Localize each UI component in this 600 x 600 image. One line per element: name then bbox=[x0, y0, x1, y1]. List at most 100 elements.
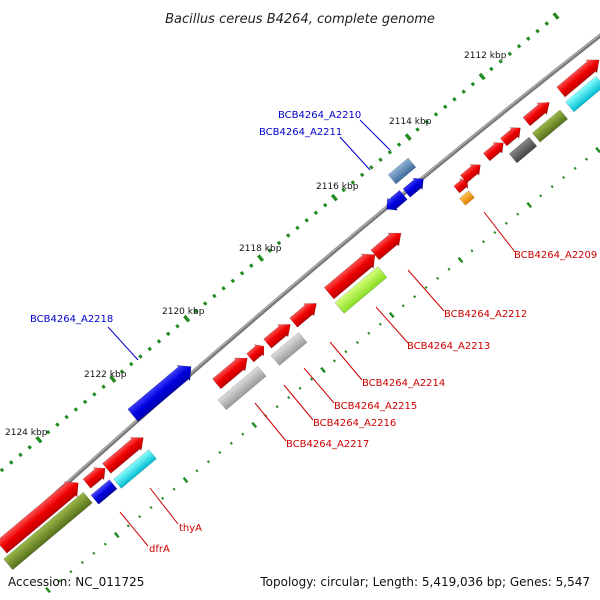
minor-tick bbox=[119, 369, 125, 374]
gene-a2210-box[interactable] bbox=[387, 157, 417, 185]
gene-label-dfrA[interactable]: dfrA bbox=[149, 544, 170, 555]
gene-thyA-box[interactable] bbox=[113, 449, 157, 489]
inner-tick bbox=[413, 295, 417, 299]
minor-tick bbox=[322, 202, 328, 208]
gene-a2209-arrow[interactable] bbox=[452, 176, 471, 195]
minor-tick bbox=[369, 165, 374, 170]
gene-a2216-arrow[interactable] bbox=[262, 318, 295, 350]
minor-tick bbox=[27, 445, 32, 450]
inner-tick bbox=[69, 570, 73, 574]
inner-tick bbox=[436, 276, 440, 280]
inner-tick bbox=[550, 185, 554, 189]
gene-red-arrow[interactable] bbox=[82, 462, 111, 490]
minor-tick bbox=[461, 89, 466, 94]
gene-label-a2209[interactable]: BCB4264_A2209 bbox=[514, 250, 597, 261]
major-tick bbox=[478, 72, 486, 81]
gene-red-arrow[interactable] bbox=[522, 97, 555, 128]
gene-a2214-arrow[interactable] bbox=[288, 297, 321, 329]
inner-tick bbox=[251, 421, 258, 429]
gene-thyA-arrow[interactable] bbox=[101, 431, 149, 475]
minor-tick bbox=[64, 414, 69, 420]
gene-a2215-box[interactable] bbox=[270, 332, 308, 366]
gene-olive-box[interactable] bbox=[532, 109, 568, 143]
inner-tick bbox=[275, 405, 279, 409]
minor-tick bbox=[359, 172, 365, 178]
minor-tick bbox=[45, 429, 51, 435]
minor-tick bbox=[249, 263, 254, 268]
gene-a2216b-arrow[interactable] bbox=[245, 340, 268, 363]
gene-a2211-arrow[interactable] bbox=[381, 189, 408, 215]
inner-tick bbox=[573, 166, 577, 170]
minor-tick bbox=[175, 323, 180, 329]
gene-label-thyA[interactable]: thyA bbox=[179, 523, 202, 534]
inner-tick bbox=[229, 441, 233, 445]
inner-tick bbox=[45, 586, 51, 594]
inner-tick bbox=[195, 469, 199, 473]
minor-tick bbox=[212, 293, 217, 299]
inner-tick bbox=[562, 175, 566, 180]
gene-label-a2216[interactable]: BCB4264_A2216 bbox=[313, 418, 396, 429]
gene-red-arrow[interactable] bbox=[499, 123, 525, 148]
feature-track bbox=[0, 53, 600, 571]
gene-label-a2218[interactable]: BCB4264_A2218 bbox=[30, 314, 113, 325]
gene-olive-box[interactable] bbox=[3, 491, 93, 571]
gene-a2212b-arrow[interactable] bbox=[370, 227, 407, 262]
minor-tick bbox=[202, 301, 208, 306]
gene-a2211b-arrow[interactable] bbox=[402, 173, 428, 199]
minor-tick bbox=[230, 278, 236, 284]
minor-tick bbox=[221, 286, 226, 291]
inner-tick bbox=[80, 560, 84, 565]
gene-a2218-arrow[interactable] bbox=[126, 359, 197, 423]
minor-tick bbox=[516, 44, 522, 49]
gene-darkgrey-box[interactable] bbox=[508, 136, 538, 164]
inner-tick bbox=[126, 524, 130, 528]
inner-tick bbox=[481, 240, 485, 244]
gene-label-a2217[interactable]: BCB4264_A2217 bbox=[286, 439, 369, 450]
major-tick bbox=[35, 435, 43, 444]
minor-tick bbox=[193, 308, 199, 314]
tick-label: 2120 kbp bbox=[162, 307, 205, 317]
minor-tick bbox=[378, 157, 383, 163]
gene-a2217-box[interactable] bbox=[217, 365, 267, 411]
gene-red-arrow[interactable] bbox=[459, 160, 485, 185]
inner-tick bbox=[401, 304, 405, 308]
gene-a2212-arrow[interactable] bbox=[323, 247, 381, 300]
inner-tick bbox=[182, 476, 189, 484]
inner-tick bbox=[470, 249, 474, 253]
inner-tick bbox=[57, 579, 61, 583]
gene-a2213-box[interactable] bbox=[334, 266, 388, 314]
gene-label-a2215[interactable]: BCB4264_A2215 bbox=[334, 401, 417, 412]
major-tick bbox=[330, 193, 338, 202]
inner-tick bbox=[493, 230, 497, 235]
gene-dfrA-box[interactable] bbox=[90, 479, 118, 505]
gene-red-arrow[interactable] bbox=[555, 53, 600, 98]
inner-tick bbox=[585, 157, 589, 161]
inner-tick bbox=[367, 331, 371, 335]
gene-a2217-arrow[interactable] bbox=[211, 352, 253, 391]
gene-label-a2211[interactable]: BCB4264_A2211 bbox=[259, 127, 342, 138]
gene-label-a2212[interactable]: BCB4264_A2212 bbox=[444, 309, 527, 320]
gene-red-arrow[interactable] bbox=[0, 475, 85, 555]
minor-tick bbox=[470, 81, 476, 87]
major-tick bbox=[256, 254, 265, 262]
minor-tick bbox=[267, 248, 273, 253]
minor-tick bbox=[452, 96, 457, 102]
gene-cyan-box[interactable] bbox=[565, 75, 600, 113]
minor-tick bbox=[350, 180, 356, 185]
minor-tick bbox=[82, 399, 88, 405]
inner-tick bbox=[161, 496, 165, 500]
gene-label-a2214[interactable]: BCB4264_A2214 bbox=[362, 378, 445, 389]
inner-tick bbox=[103, 542, 107, 546]
inner-tick bbox=[241, 432, 245, 436]
gene-label-a2210[interactable]: BCB4264_A2210 bbox=[278, 110, 361, 121]
minor-tick bbox=[165, 331, 171, 337]
major-tick bbox=[183, 314, 191, 323]
minor-tick bbox=[92, 392, 97, 397]
gene-red-arrow[interactable] bbox=[482, 138, 508, 163]
gene-a2209-box[interactable] bbox=[459, 190, 475, 206]
minor-tick bbox=[433, 112, 439, 117]
gene-label-a2213[interactable]: BCB4264_A2213 bbox=[407, 341, 490, 352]
inner-tick bbox=[378, 322, 382, 326]
gene-labels: BCB4264_A2209 BCB4264_A2210 BCB4264_A221… bbox=[30, 110, 597, 555]
